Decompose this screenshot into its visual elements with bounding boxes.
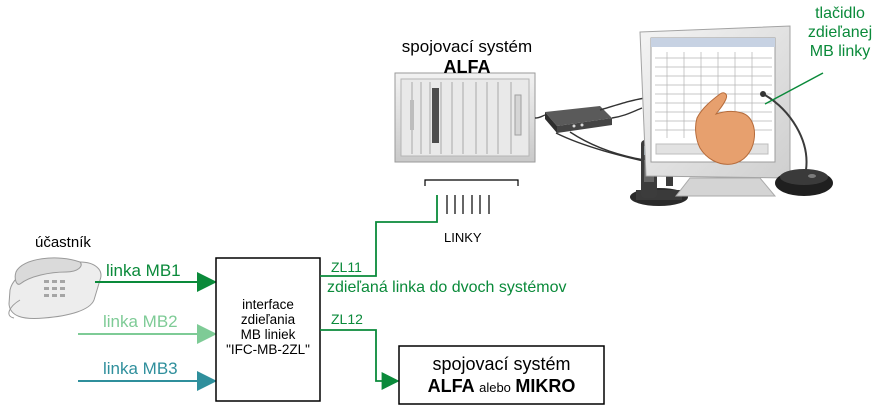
- linky-bracket: [424, 179, 519, 214]
- interface-box: [215, 257, 321, 402]
- linka-mb3-label: linka MB3: [103, 359, 178, 378]
- interface-line2: zdieľania: [240, 312, 296, 327]
- bottom-system-line1: spojovací systém: [432, 354, 571, 374]
- zl11-label: ZL11: [331, 259, 362, 275]
- desk-phone-icon: [8, 257, 102, 319]
- zl12-label: ZL12: [331, 311, 363, 327]
- alfa-system-title-line2: ALFA: [443, 57, 491, 77]
- button-callout-line3: MB linky: [809, 43, 871, 60]
- zl11-line: [320, 195, 438, 277]
- interface-line4: "IFC-MB-2ZL": [226, 342, 310, 357]
- button-callout-line1: tlačidlo: [815, 5, 865, 22]
- modem-icon: [545, 106, 612, 133]
- bottom-system-or: alebo: [479, 380, 511, 395]
- interface-line1: interface: [242, 297, 294, 312]
- rack-cabinet-icon: [394, 72, 536, 163]
- callout-line: [764, 72, 824, 105]
- bottom-system-mikro: MIKRO: [515, 376, 576, 396]
- microphone-icon: [760, 91, 833, 196]
- linka-mb1-label: linka MB1: [106, 261, 181, 280]
- shared-line-label: zdieľaná linka do dvoch systémov: [327, 279, 567, 296]
- zl12-line: [320, 329, 400, 390]
- bottom-system-line2: ALFA alebo MIKRO: [399, 377, 604, 396]
- interface-line3: MB liniek: [240, 327, 296, 342]
- button-callout-line2: zdieľanej: [807, 24, 873, 41]
- bottom-system-alfa: ALFA: [427, 376, 475, 396]
- pointing-hand-icon: [695, 92, 755, 165]
- bottom-system-box: [398, 345, 605, 405]
- linka-mb2-label: linka MB2: [103, 312, 178, 331]
- alfa-system-title-line1: spojovací systém: [401, 37, 533, 56]
- ucastnik-label: účastník: [35, 234, 91, 251]
- linky-label: LINKY: [444, 230, 482, 245]
